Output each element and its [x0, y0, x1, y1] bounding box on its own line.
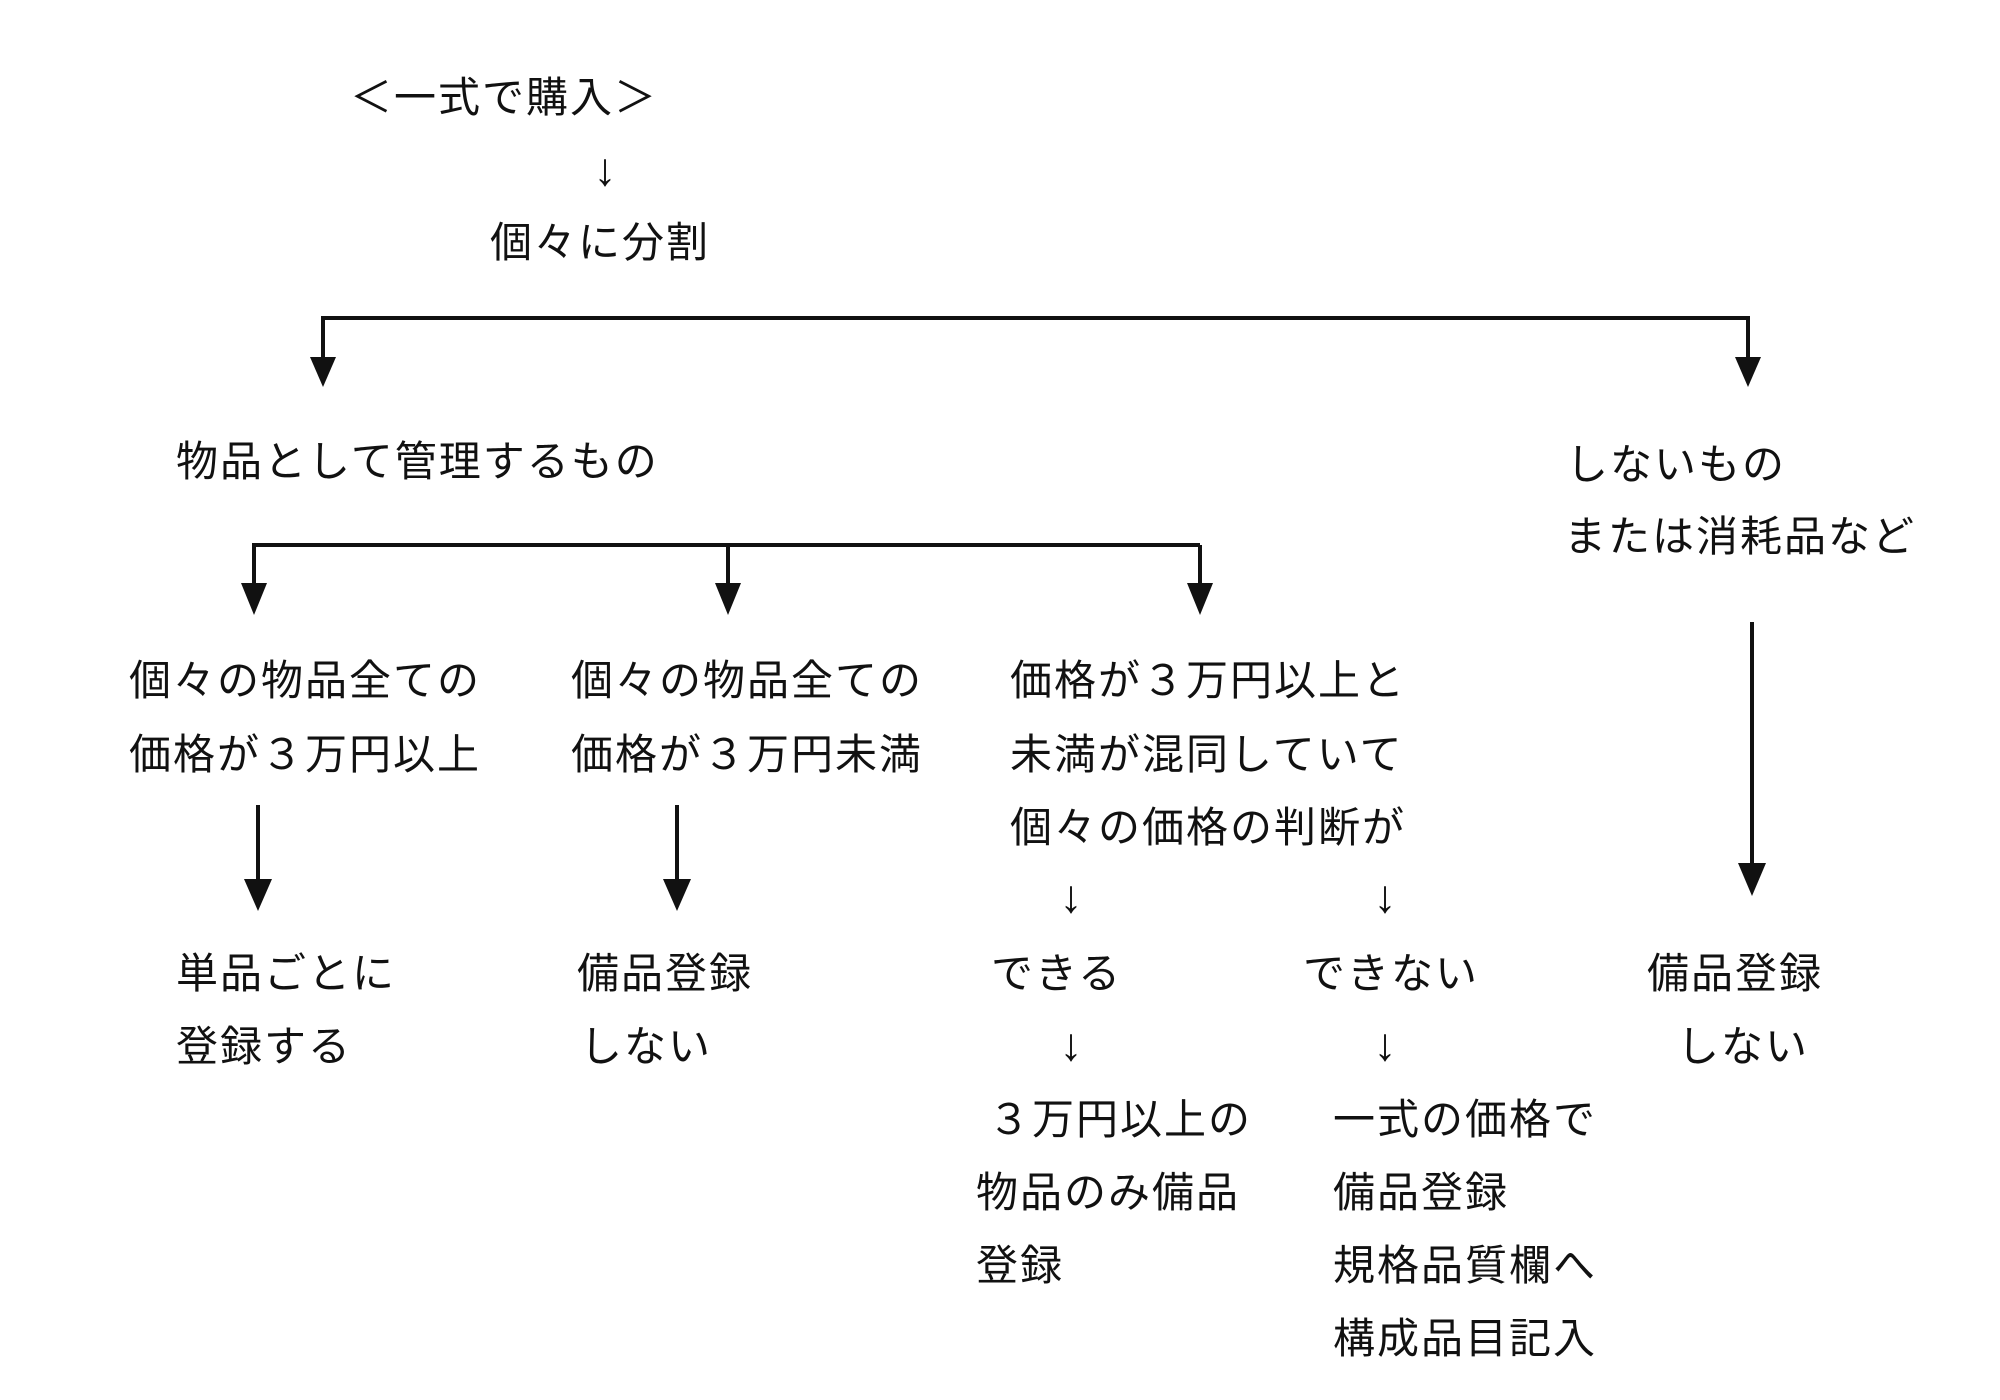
outcome-possible-line1: ３万円以上の: [988, 1098, 1253, 1144]
down-arrow-icon: ↓: [593, 144, 617, 195]
down-arrow-icon: ↓: [1373, 871, 1397, 922]
outcome-register-individually-line2: 登録する: [176, 1025, 353, 1071]
case-all-over-line1: 個々の物品全ての: [129, 659, 482, 705]
arrowhead-down-icon: [310, 357, 336, 387]
outcome-register-individually-line1: 単品ごとに: [176, 952, 397, 998]
case-all-under-line1: 個々の物品全ての: [571, 659, 924, 705]
outcome-impossible-line2: 備品登録: [1333, 1171, 1510, 1217]
arrowhead-down-icon: [663, 879, 691, 911]
arrowhead-down-icon: [1738, 863, 1766, 896]
down-arrow-icon: ↓: [1059, 871, 1083, 922]
case-mixed-line2: 未満が混同していて: [1010, 733, 1404, 779]
label-judge-possible: できる: [991, 952, 1123, 998]
outcome-no-register-line2: しない: [580, 1025, 713, 1071]
branch-managed-label: 物品として管理するもの: [176, 440, 659, 486]
outcome-impossible-line1: 一式の価格で: [1333, 1098, 1598, 1144]
split-connector: [310, 316, 1761, 387]
arrow-not-managed-outcome: [1738, 622, 1766, 896]
split-step-label: 個々に分割: [490, 221, 711, 267]
arrowhead-down-icon: [715, 583, 741, 615]
outcome-not-managed-line2: しない: [1677, 1025, 1810, 1071]
label-judge-impossible: できない: [1303, 952, 1480, 998]
outcome-not-managed-line1: 備品登録: [1647, 952, 1824, 998]
arrowhead-down-icon: [1187, 583, 1213, 615]
arrow-all-under-outcome: [663, 805, 691, 911]
arrowhead-down-icon: [244, 879, 272, 911]
down-arrow-icon: ↓: [1373, 1019, 1397, 1070]
case-all-under-line2: 価格が３万円未満: [571, 733, 924, 779]
branch-not-managed-label-line2: または消耗品など: [1564, 515, 1917, 561]
down-arrow-icon: ↓: [1059, 1019, 1083, 1070]
managed-connector: [241, 543, 1213, 615]
case-all-over-line2: 価格が３万円以上: [129, 733, 482, 779]
root-title: ＜一式で購入＞: [350, 76, 659, 122]
outcome-no-register-line1: 備品登録: [577, 952, 754, 998]
arrow-all-over-outcome: [244, 805, 272, 911]
case-mixed-line3: 個々の価格の判断が: [1010, 806, 1407, 852]
outcome-impossible-line3: 規格品質欄へ: [1333, 1244, 1598, 1290]
branch-not-managed-label-line1: しないもの: [1566, 443, 1787, 489]
outcome-possible-line2: 物品のみ備品: [976, 1171, 1241, 1217]
arrowhead-down-icon: [1735, 357, 1761, 387]
arrowhead-down-icon: [241, 583, 267, 615]
outcome-possible-line3: 登録: [976, 1244, 1065, 1290]
outcome-impossible-line4: 構成品目記入: [1333, 1317, 1598, 1363]
case-mixed-line1: 価格が３万円以上と: [1010, 659, 1407, 705]
